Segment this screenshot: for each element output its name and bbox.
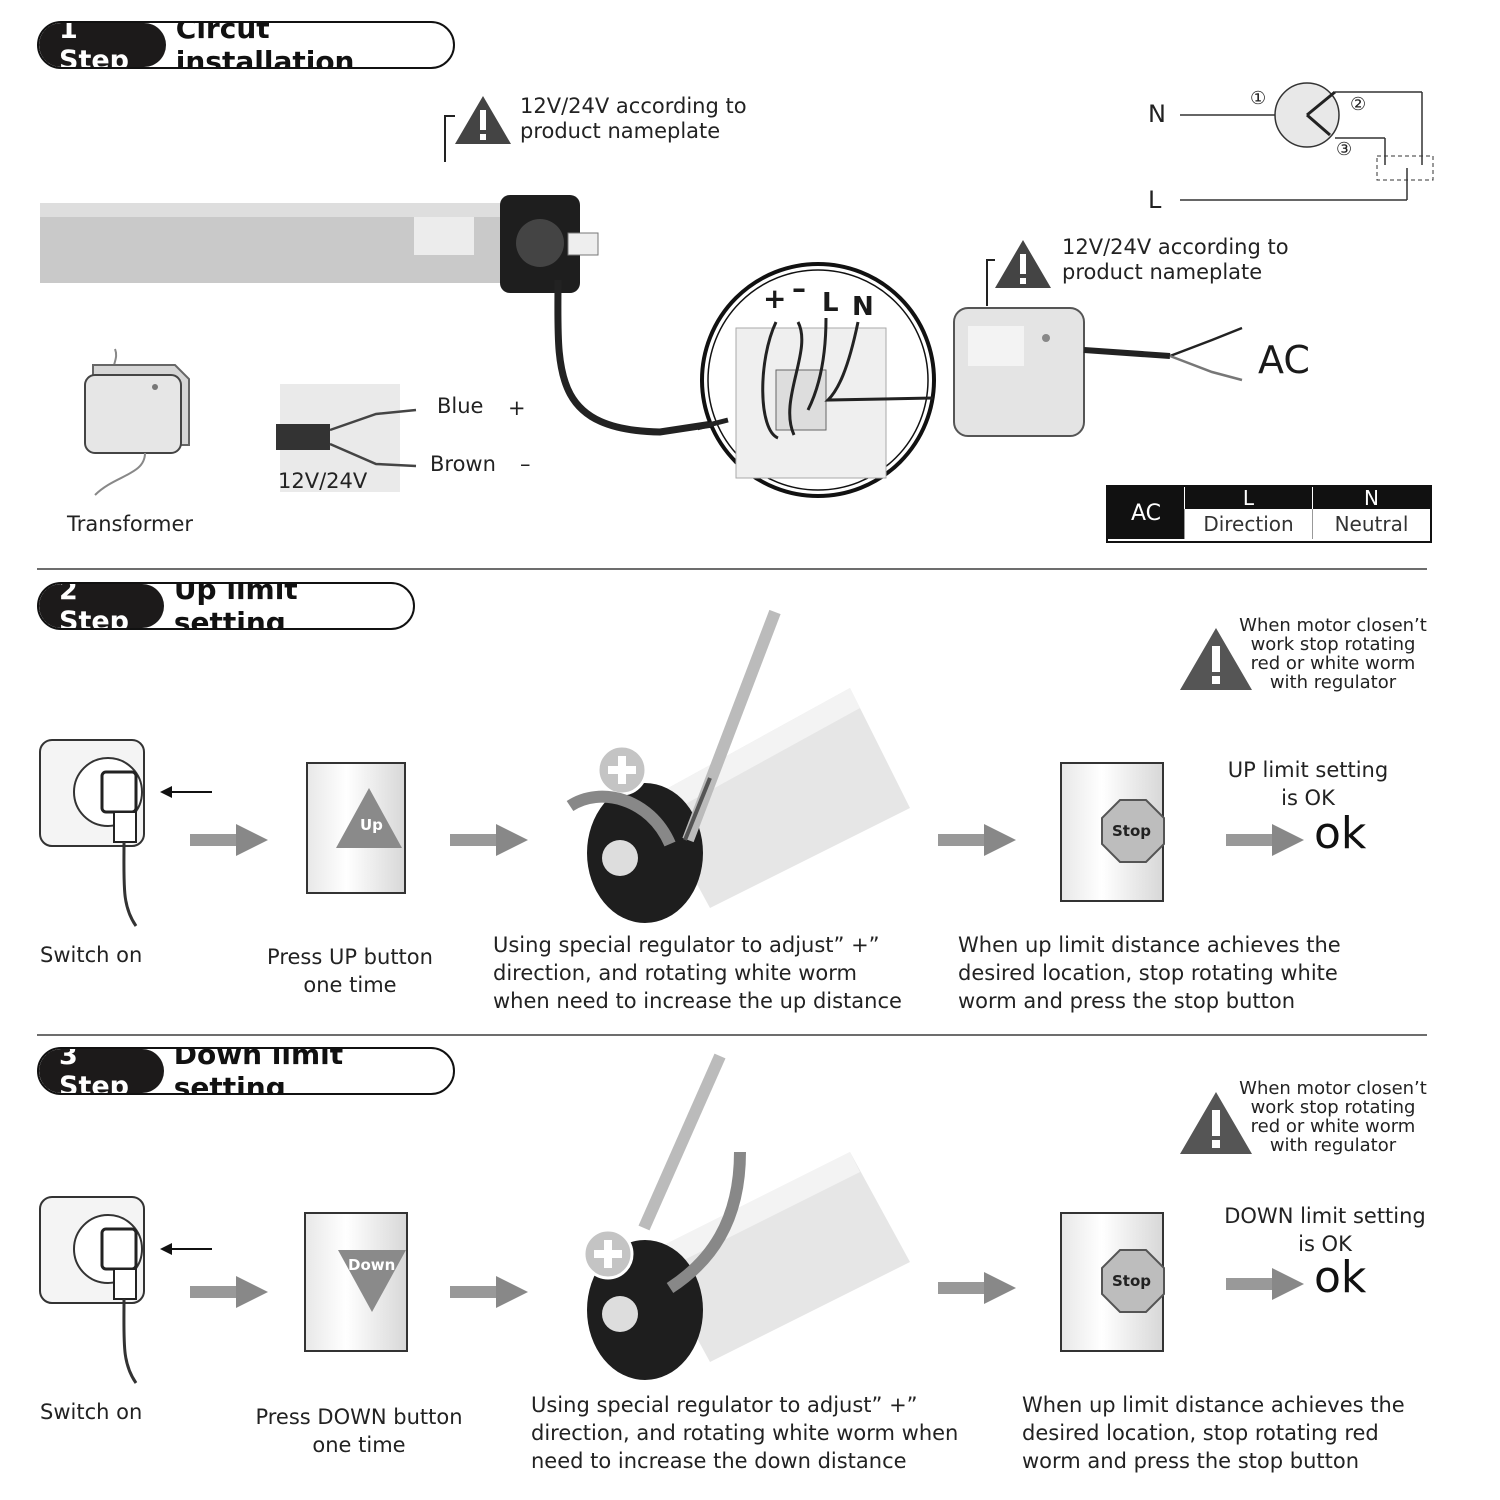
motor-head-regulator <box>566 609 910 923</box>
up-button-panel: Up <box>306 762 406 894</box>
warning-icon <box>444 96 511 162</box>
stop-button-label: Stop <box>1112 822 1152 840</box>
motor-voltage-warning: 12V/24V according to product nameplate <box>520 94 747 143</box>
step2-result: UP limit setting is OK <box>1227 758 1389 810</box>
step1-title: Circut installation <box>175 21 355 69</box>
table-n-value: Neutral <box>1312 509 1430 539</box>
step3-press-instruction: Press DOWN button one time <box>255 1405 463 1457</box>
warning-icon <box>1180 628 1252 690</box>
terminal-minus-label: – <box>792 272 806 305</box>
schematic-terminal-1: ① <box>1250 88 1267 109</box>
step2-switch-on: Switch on <box>40 943 143 967</box>
up-button-label: Up <box>360 816 383 834</box>
schematic-l-label: L <box>1148 186 1162 214</box>
ac-input-label: AC <box>1258 338 1310 382</box>
warning-icon <box>1180 1092 1252 1154</box>
arrow-icon <box>450 1276 528 1308</box>
brown-wire-sign: – <box>520 452 531 476</box>
section-divider <box>37 568 1427 570</box>
step2-title: Up limit setting <box>173 582 298 630</box>
schematic-terminal-3: ③ <box>1336 139 1353 160</box>
step3-title: Down limit setting <box>173 1047 344 1095</box>
schematic-n-label: N <box>1148 100 1166 128</box>
blue-wire-sign: + <box>508 396 526 420</box>
down-button-label: Down <box>348 1256 396 1274</box>
switch-schematic <box>1180 82 1434 201</box>
up-triangle-icon <box>336 788 402 848</box>
step2-number: 2 Step <box>39 584 164 628</box>
table-n-header: N <box>1312 486 1430 510</box>
motor-head-regulator <box>582 1053 910 1380</box>
terminal-l-label: L <box>822 288 839 318</box>
arrow-icon <box>1226 824 1304 856</box>
terminal-plus-label: + <box>763 282 787 315</box>
section-divider <box>37 1034 1427 1036</box>
blue-wire-label: Blue <box>437 394 484 418</box>
arrow-icon <box>450 824 528 856</box>
wall-socket-illustration <box>39 739 212 927</box>
arrow-icon <box>190 1276 268 1308</box>
table-l-value: Direction <box>1184 509 1312 539</box>
step3-stop-instruction: When up limit distance achieves the desi… <box>1022 1393 1405 1473</box>
arrow-icon <box>1226 1268 1304 1300</box>
transformer-label: Transformer <box>67 512 194 536</box>
transformer-illustration <box>84 348 190 496</box>
step3-header: 3 Step Down limit setting <box>37 1047 455 1095</box>
motor-cable <box>554 280 871 436</box>
tube-motor-illustration <box>40 195 599 293</box>
schematic-terminal-2: ② <box>1350 94 1367 115</box>
stop-octagon-icon <box>1101 1249 1165 1313</box>
terminal-n-label: N <box>852 292 874 322</box>
warning-icon <box>986 240 1051 306</box>
wall-socket-illustration <box>39 1196 212 1384</box>
step1-header: 1 Step Circut installation <box>37 21 455 69</box>
arrow-icon <box>938 1272 1016 1304</box>
down-triangle-icon <box>338 1250 406 1312</box>
ac-wiring-table: AC L N Direction Neutral <box>1106 485 1432 543</box>
arrow-icon <box>190 824 268 856</box>
table-ac-cell: AC <box>1108 487 1184 539</box>
stop-octagon-icon <box>1101 799 1165 863</box>
receiver-voltage-warning: 12V/24V according to product nameplate <box>1062 235 1289 284</box>
arrow-icon <box>938 824 1016 856</box>
step3-result: DOWN limit setting is OK <box>1224 1204 1426 1256</box>
step3-number: 3 Step <box>39 1049 164 1093</box>
stop-button-panel: Stop <box>1060 762 1165 902</box>
table-l-header: L <box>1184 486 1312 510</box>
step2-stop-instruction: When up limit distance achieves the desi… <box>958 933 1341 1013</box>
stop-button-panel: Stop <box>1060 1212 1165 1352</box>
receiver-box <box>953 307 1243 437</box>
down-button-panel: Down <box>304 1212 408 1352</box>
terminal-magnifier <box>698 262 936 498</box>
step1-number: 1 Step <box>39 23 166 67</box>
step2-header: 2 Step Up limit setting <box>37 582 415 630</box>
transformer-leads <box>276 384 417 492</box>
step2-adjust-instruction: Using special regulator to adjust” +” di… <box>493 933 902 1013</box>
step2-press-instruction: Press UP button one time <box>267 945 433 997</box>
step3-switch-on: Switch on <box>40 1400 143 1424</box>
step2-ok: ok <box>1314 808 1367 859</box>
brown-wire-label: Brown <box>430 452 496 476</box>
transformer-voltage: 12V/24V <box>278 469 368 493</box>
stop-button-label: Stop <box>1112 1272 1152 1290</box>
step3-ok: ok <box>1314 1252 1367 1303</box>
step3-adjust-instruction: Using special regulator to adjust” +” di… <box>531 1393 959 1473</box>
step2-warning-text: When motor closen’t work stop rotating r… <box>1239 615 1427 693</box>
step3-warning-text: When motor closen’t work stop rotating r… <box>1239 1078 1427 1156</box>
